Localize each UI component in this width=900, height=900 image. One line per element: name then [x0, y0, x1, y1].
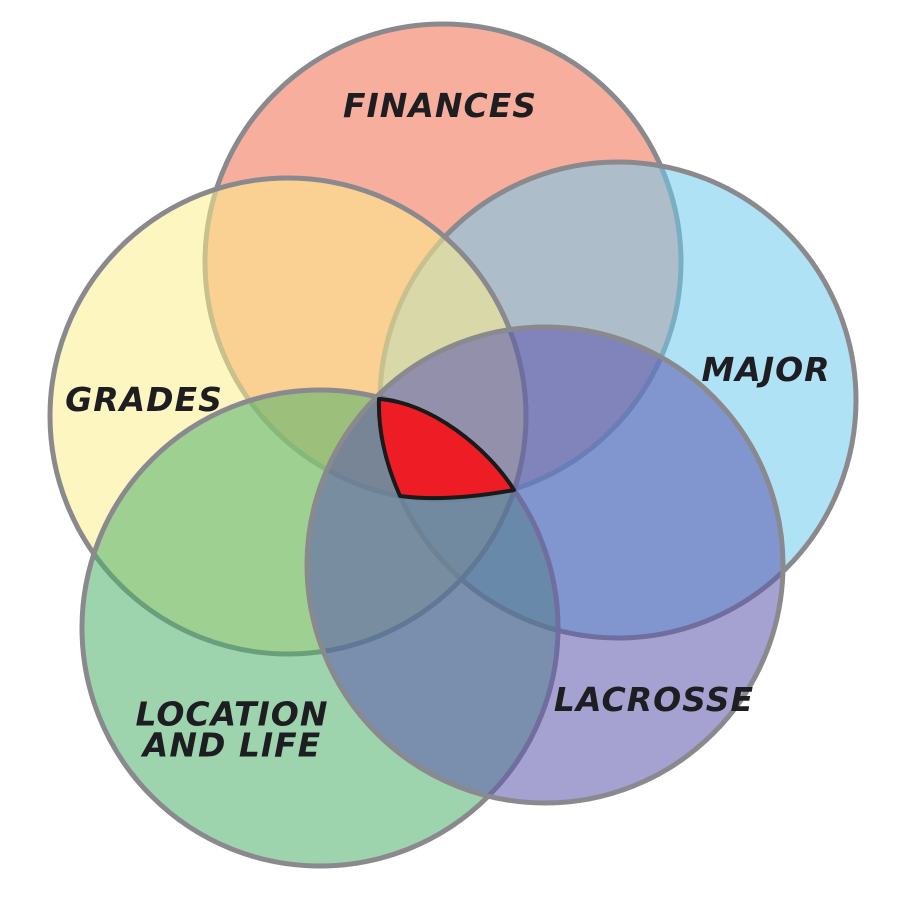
set-label-finances: FINANCES — [343, 86, 537, 125]
set-label-line: LACROSSE — [554, 680, 754, 719]
set-label-grades: GRADES — [65, 380, 223, 419]
set-label-line: AND LIFE — [140, 726, 321, 765]
set-label-lacrosse: LACROSSE — [554, 680, 754, 719]
center-intersection-highlight — [376, 397, 516, 500]
set-label-line: LOCATION — [136, 695, 329, 734]
set-label-major: MAJOR — [701, 350, 830, 389]
highlight-layer — [376, 397, 516, 500]
set-label-line: GRADES — [65, 380, 223, 419]
set-label-line: FINANCES — [343, 86, 537, 125]
set-label-line: MAJOR — [701, 350, 830, 389]
circles-layer — [47, 21, 859, 869]
